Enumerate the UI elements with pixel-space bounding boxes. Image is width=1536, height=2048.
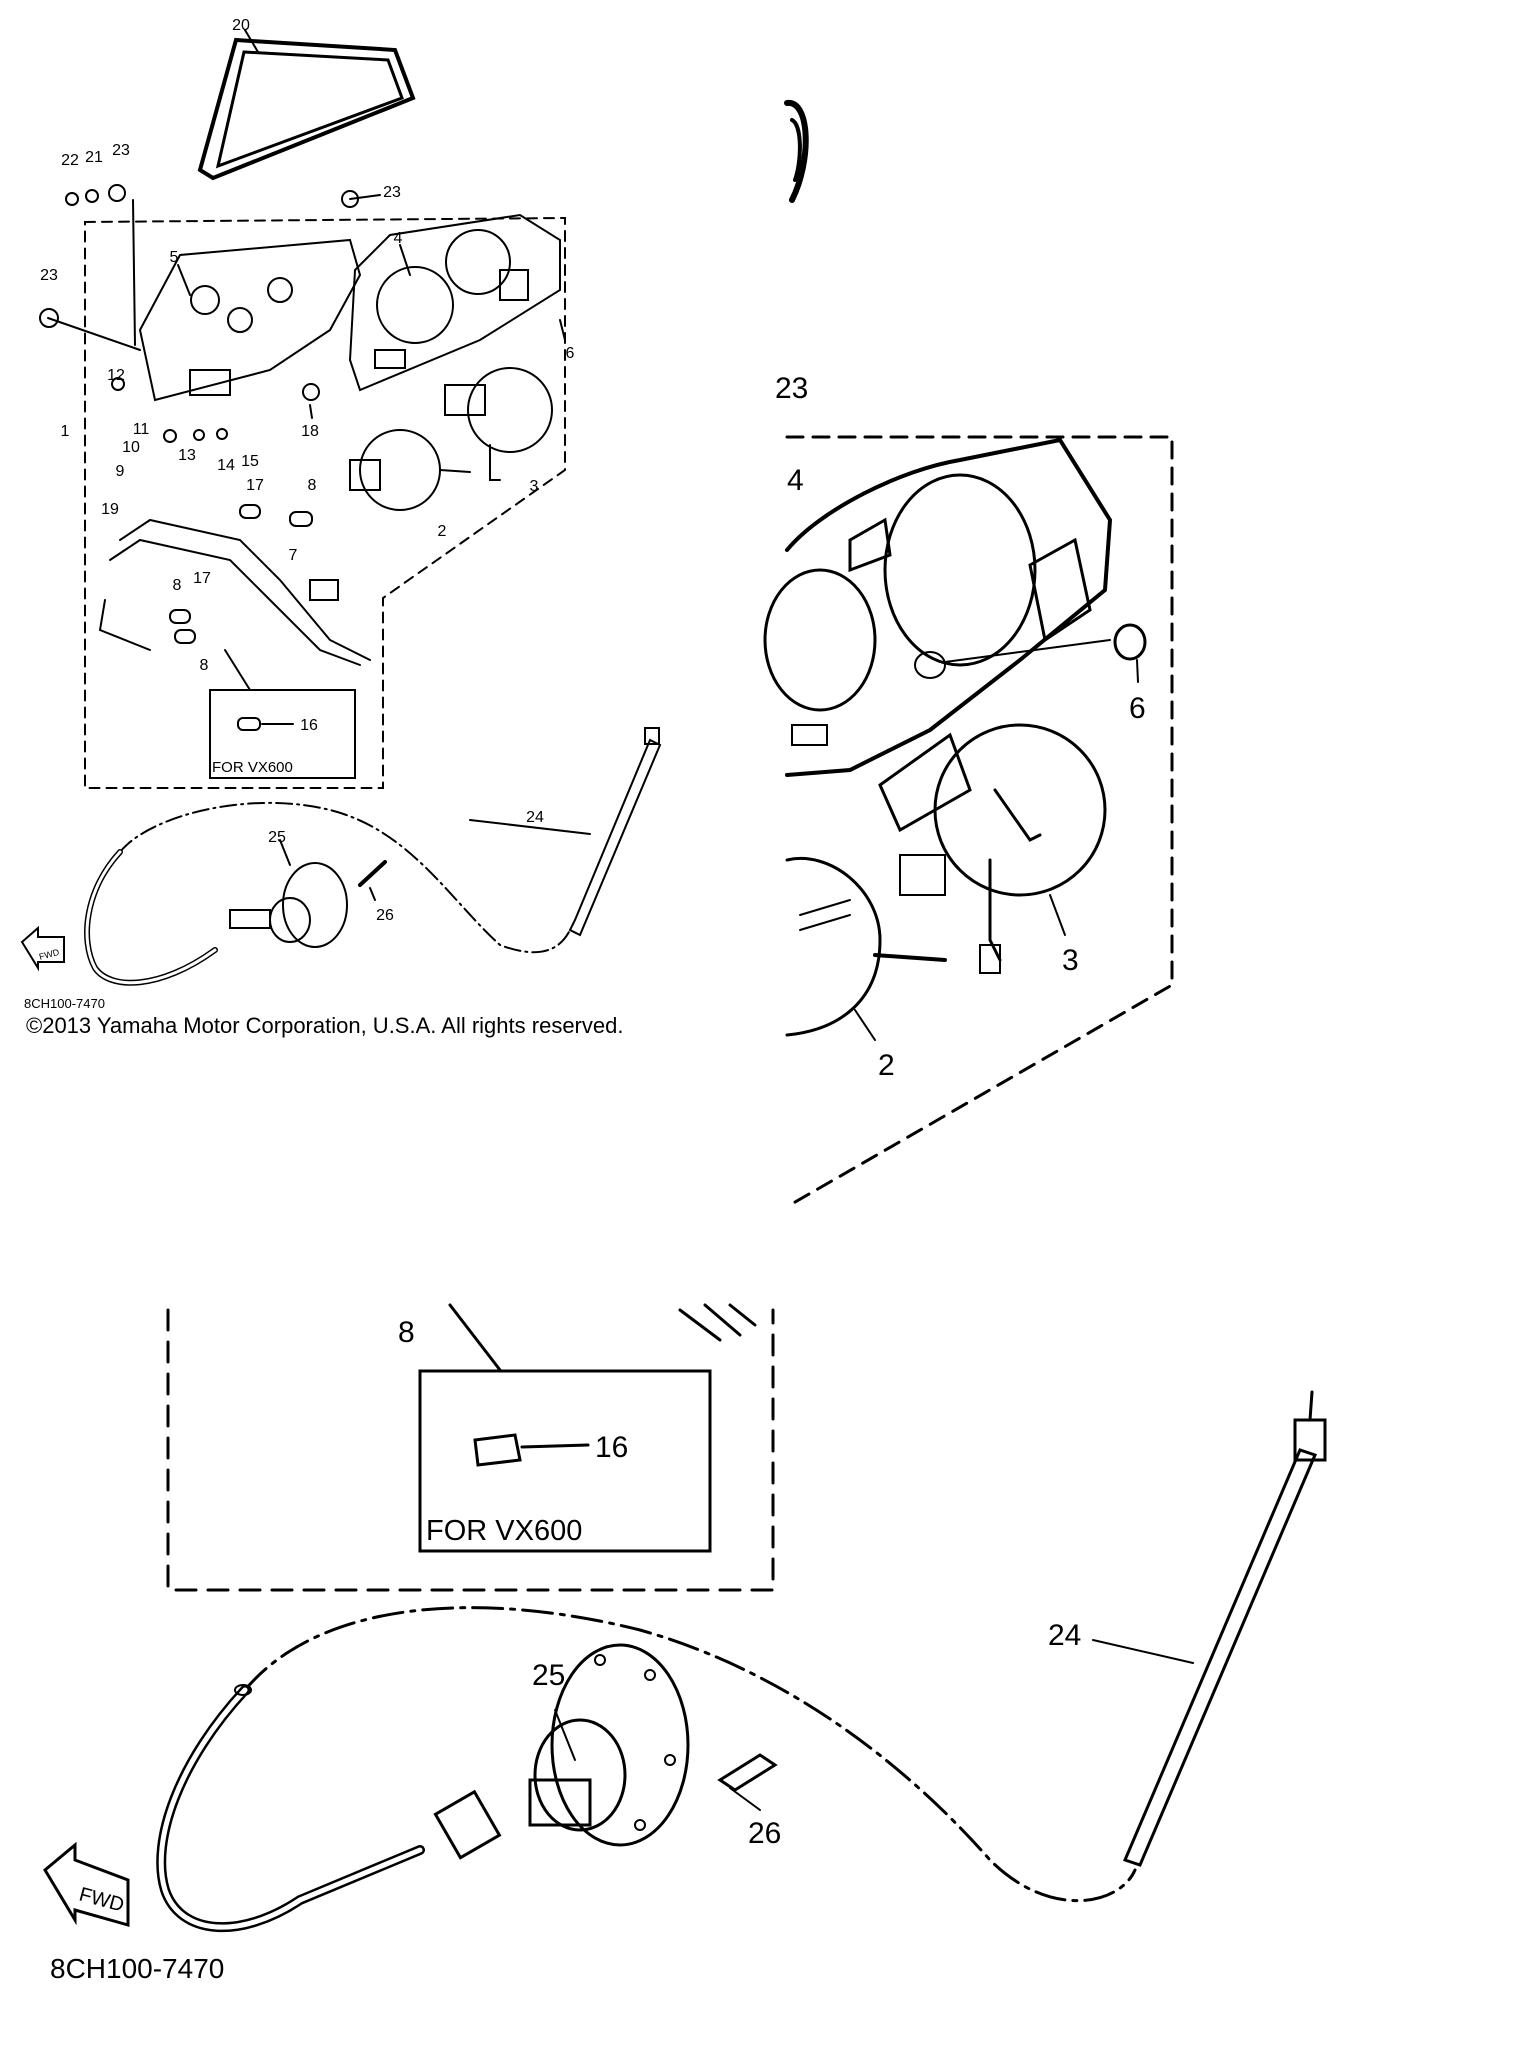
zoom-label-23: 23 [775, 372, 808, 405]
variant-note-small: FOR VX600 [212, 759, 293, 776]
label-5: 5 [170, 249, 179, 266]
label-23b: 23 [383, 184, 401, 201]
zoom-label-6: 6 [1129, 692, 1146, 725]
meter-panel-part-4-zoom [763, 437, 1113, 777]
label-9: 9 [116, 463, 125, 480]
gear-unit-part-25-small [229, 862, 348, 948]
label-17b: 17 [193, 570, 211, 587]
label-8c: 8 [200, 657, 209, 674]
label-8a: 8 [308, 477, 317, 494]
label-6: 6 [566, 345, 575, 362]
label-22: 22 [61, 152, 79, 169]
lens-part-20 [197, 37, 416, 181]
zoom-label-16: 16 [595, 1431, 628, 1464]
meter-case-part-5 [138, 238, 362, 402]
label-18: 18 [301, 423, 319, 440]
overview-diagram [20, 29, 662, 986]
bulb-part-16-small [237, 717, 261, 731]
speedometer-part-2 [349, 429, 471, 511]
bulb-part-16-zoom [473, 1433, 522, 1467]
label-24: 24 [526, 809, 544, 826]
overview-labels: 20 22 21 23 23 23 5 4 6 1 12 18 11 10 9 … [40, 17, 574, 924]
cable-route-line [243, 1606, 1137, 1903]
label-10: 10 [122, 439, 140, 456]
copyright-notice: ©2013 Yamaha Motor Corporation, U.S.A. A… [26, 1013, 624, 1038]
zoom-label-24: 24 [1048, 1619, 1081, 1652]
label-8b: 8 [173, 577, 182, 594]
label-20: 20 [232, 17, 250, 34]
label-13: 13 [178, 447, 196, 464]
zoom-bottom-labels: 8 16 24 25 26 [398, 1316, 1081, 1850]
zoom-right-labels: 23 4 6 3 2 [775, 372, 1146, 1082]
label-19: 19 [101, 501, 119, 518]
zoom-label-4: 4 [787, 464, 804, 497]
tachometer-part-3 [444, 367, 553, 481]
label-16: 16 [300, 717, 318, 734]
label-23a: 23 [112, 142, 130, 159]
diagram-code-zoom: 8CH100-7470 [50, 1953, 224, 1984]
fwd-arrow-icon-zoom [43, 1841, 130, 1927]
pin-part-26-small [358, 860, 387, 887]
label-15: 15 [241, 453, 259, 470]
grommet-part-6-zoom [914, 623, 1147, 683]
zoom-gauges-detail [763, 100, 1174, 1207]
label-2: 2 [438, 523, 447, 540]
zoom-label-8: 8 [398, 1316, 415, 1349]
label-23c: 23 [40, 267, 58, 284]
bulb-sockets-part-8 [169, 504, 313, 644]
label-21: 21 [85, 149, 103, 166]
fwd-label-small: FWD [38, 947, 61, 962]
zoom-label-3: 3 [1062, 944, 1079, 977]
label-26: 26 [376, 907, 394, 924]
fwd-arrow-icon-small [20, 925, 65, 972]
gear-unit-part-25-zoom [528, 1643, 690, 1847]
vx600-inset-box [209, 689, 356, 779]
label-17a: 17 [246, 477, 264, 494]
vx600-inset-box-zoom [418, 1369, 712, 1553]
label-14: 14 [217, 457, 235, 474]
meter-panel-part-4 [348, 213, 561, 392]
variant-note-zoom: FOR VX600 [426, 1515, 582, 1547]
label-3: 3 [530, 478, 539, 495]
speedometer-cable-part-24-small [84, 727, 662, 986]
speedometer-part-2-zoom [785, 857, 947, 1041]
label-1: 1 [61, 423, 70, 440]
zoom-cable-detail [43, 1303, 1327, 1933]
diagram-code-small: 8CH100-7470 [24, 996, 105, 1011]
wire-harness-part-7 [98, 518, 371, 666]
label-25: 25 [268, 829, 286, 846]
zoom-label-26: 26 [748, 1817, 781, 1850]
zoom-label-25: 25 [532, 1659, 565, 1692]
tachometer-part-3-zoom [878, 723, 1107, 974]
label-11: 11 [133, 421, 150, 438]
pin-part-26-zoom [717, 1753, 778, 1811]
label-4: 4 [394, 230, 403, 247]
label-12: 12 [107, 367, 125, 384]
label-7: 7 [289, 547, 298, 564]
zoom-label-2: 2 [878, 1049, 895, 1082]
